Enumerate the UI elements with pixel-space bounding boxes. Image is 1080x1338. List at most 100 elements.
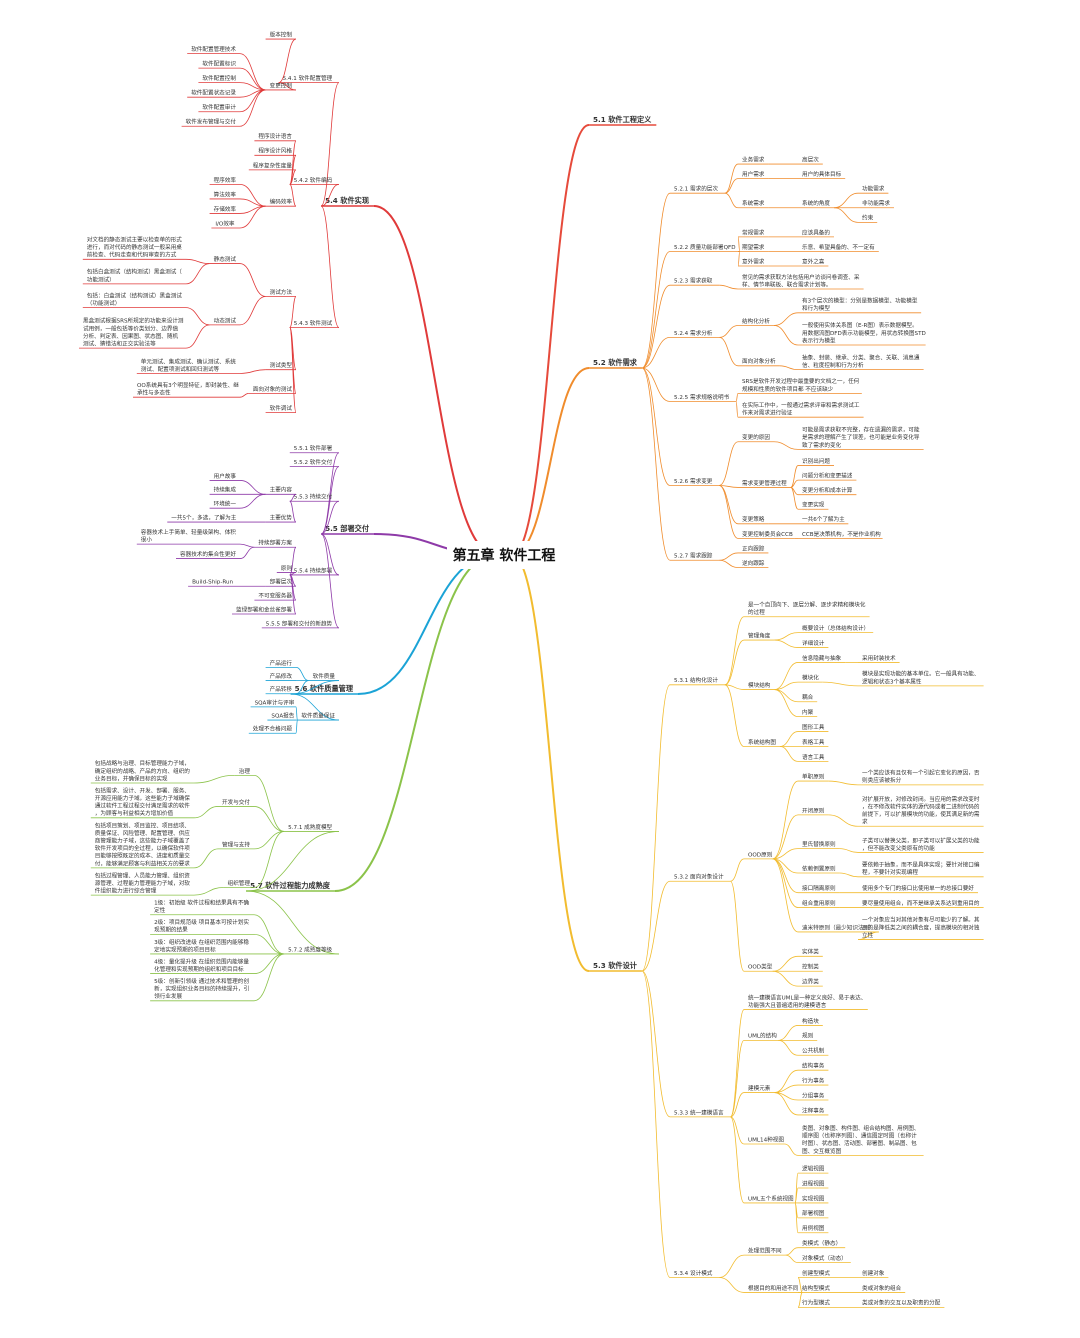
mind-map-node[interactable]: 注释事务 [802,1106,825,1114]
mind-map-node[interactable]: 意外需求 [742,257,765,265]
mind-map-node[interactable]: 乐意、希望具备的、不一定有 [802,243,875,251]
main-branch-5.6[interactable]: 5.6 软件质量管理 [295,684,354,693]
mind-map-node[interactable]: 抽象、封装、继承、分类、聚合、关联、消息通信、粒度控制和行为分析 [802,353,920,369]
mind-map-node[interactable]: 识别出问题 [802,457,830,465]
mind-map-node[interactable]: 功能需求 [862,185,885,193]
mind-map-node[interactable]: 问题分析和变更描述 [802,472,853,480]
mind-map-node[interactable]: 5.5.1 软件部署 [294,444,333,452]
mind-map-node[interactable]: 处理范围不同 [748,1247,782,1255]
mind-map-node[interactable]: 产品运行 [270,659,293,667]
mind-map-node[interactable]: 里氏替换原则 [802,840,836,848]
mind-map-node[interactable]: 管理与支持 [222,840,250,848]
mind-map-node[interactable]: I/O效率 [215,219,235,227]
mind-map-node[interactable]: 动态测试 [214,316,237,324]
mind-map-node[interactable]: 软件配置管理技术 [191,45,236,53]
mind-map-node[interactable]: 包括过程管理、人员能力管理、组织资源管理、过程能力管理能力子域，对软件组织能力进… [95,871,191,894]
mind-map-node[interactable]: 实体类 [802,948,819,956]
mind-map-node[interactable]: 处理不合格问题 [253,725,293,733]
mind-map-node[interactable]: 结构事务 [802,1062,825,1070]
mind-map-node[interactable]: 一共5个，多选，了解为主 [171,513,236,521]
mind-map-node[interactable]: 部署视图 [802,1209,825,1217]
mind-map-node[interactable]: 分组事务 [802,1091,825,1099]
mind-map-node[interactable]: 详细设计 [802,639,825,647]
mind-map-node[interactable]: 期望需求 [742,243,765,251]
mind-map-node[interactable]: 使用多个专门的接口比使用单一的总接口要好 [862,884,974,892]
mind-map-node[interactable]: 是一个自顶向下、逐层分解、逐步求精和模块化的过程 [748,601,866,617]
mind-map-node[interactable]: 包括项目策划、项目监控、项目结项、质量保证、风险管理、配置管理、供应商管理能力子… [95,821,191,867]
mind-map-node[interactable]: 应该具备的 [802,228,830,236]
mind-map-node[interactable]: 部署层次 [270,578,293,586]
mind-map-node[interactable]: 5.5.5 部署和交付的新趋势 [266,619,333,627]
mind-map-node[interactable]: 可能是需求获取不完整，存在遗漏的需求，可能是需求的理解产生了误差，也可能是业务变… [802,426,920,449]
mind-map-node[interactable]: 根据目的和用途不同 [748,1284,799,1292]
mind-map-node[interactable]: 正向跟踪 [742,544,765,552]
mind-map-node[interactable]: 实现视图 [802,1194,825,1202]
mind-map-node[interactable]: 迪米特原则（最少知识法则） [802,923,875,931]
mind-map-node[interactable]: 5.5.4 持续部署 [294,566,333,574]
mind-map-node[interactable]: 5.2.6 需求变更 [674,477,713,485]
mind-map-node[interactable]: UML五个系统视图 [748,1194,794,1202]
mind-map-node[interactable]: 程序设计语言 [258,132,292,140]
mind-map-node[interactable]: 一共6个了解为主 [802,515,845,523]
mind-map-node[interactable]: 采用封装技术 [862,654,896,662]
mind-map-node[interactable]: 容器技术上手简单、轻量级架构、体积很小 [141,528,237,544]
mind-map-node[interactable]: 包括需求、设计、开发、部署、服务、开源应用能力子域，这些能力子域确保通过软件工程… [95,786,191,817]
mind-map-node[interactable]: 常见的需求获取方法包括用户访谈问卷调查、采样、情节串联板、联合需求计划等。 [742,273,860,289]
mind-map-node[interactable]: 5.2.1 需求的层次 [674,185,718,193]
mind-map-node[interactable]: 开闭原则 [802,806,825,814]
mind-map-node[interactable]: 程序复杂性度量 [253,161,293,169]
mind-map-node[interactable]: 变更的原因 [742,433,770,441]
mind-map-node[interactable]: Build-Ship-Run [192,580,233,586]
mind-map-node[interactable]: 类或对象的组合 [862,1284,902,1292]
mind-map-node[interactable]: CCB是决策机构，不是作业机构 [802,530,881,538]
mind-map-node[interactable]: 5.3.2 面向对象设计 [674,873,724,881]
mind-map-node[interactable]: 用户的具体目标 [802,170,842,178]
mind-map-node[interactable]: 模块化 [802,673,819,681]
mind-map-node[interactable]: 一个类应该有且仅有一个引起它变化的原因，否则类应该被拆分 [862,769,980,785]
mind-map-node[interactable]: 版本控制 [270,30,293,38]
mind-map-node[interactable]: 面向对象的测试 [253,385,293,393]
mind-map-node[interactable]: 产品转移 [270,685,293,693]
mind-map-node[interactable]: 用户故事 [214,472,237,480]
mind-map-node[interactable]: 5.5.3 持续交付 [294,493,333,501]
central-topic[interactable]: 第五章 软件工程 [447,541,561,569]
mind-map-node[interactable]: 公共机制 [802,1047,825,1055]
mind-map-node[interactable]: 逻辑视图 [802,1164,825,1172]
mind-map-node[interactable]: 行为事务 [802,1076,825,1084]
mind-map-node[interactable]: 结构型模式 [802,1284,830,1292]
mind-map-node[interactable]: 边界类 [802,978,819,986]
mind-map-node[interactable]: 耦合 [802,693,814,701]
mind-map-node[interactable]: UML14种视图 [748,1135,784,1143]
mind-map-node[interactable]: 持续部署方案 [258,539,292,547]
mind-map-node[interactable]: 变更控制委员会CCB [742,530,793,538]
mind-map-node[interactable]: 创建对象 [862,1269,885,1277]
mind-map-node[interactable]: 需求变更管理过程 [742,479,787,487]
mind-map-node[interactable]: 软件配置标识 [202,60,236,68]
mind-map-node[interactable]: 测试方法 [270,288,293,296]
mind-map-node[interactable]: 5.5.2 软件交付 [294,458,333,466]
mind-map-node[interactable]: 算法效率 [214,190,237,198]
mind-map-node[interactable]: 开发与交付 [222,798,250,806]
mind-map-node[interactable]: 变更控制 [270,81,293,89]
mind-map-node[interactable]: 对文档的静态测试主要以检查单的形式进行，而对代码的静态测试一般采用桌前检查、代码… [87,236,183,259]
mind-map-node[interactable]: 测试类型 [270,361,293,369]
main-branch-5.4[interactable]: 5.4 软件实现 [325,196,370,205]
mind-map-node[interactable]: 系统的角度 [802,199,830,207]
mind-map-node[interactable]: 模块结构 [748,681,771,689]
mind-map-node[interactable]: 3级：组织改进级 在组织范围内能够稳定地实现预期的项目目标 [154,938,249,954]
mind-map-node[interactable]: 系统结构图 [748,738,776,746]
mind-map-node[interactable]: 规则 [802,1032,814,1040]
mind-map-node[interactable]: 依赖倒置原则 [802,864,836,872]
mind-map-node[interactable]: 一个对象应当对其他对象有尽可能少的了解。其目的是降低类之间的耦合度，提高模块的相… [862,916,980,939]
mind-map-node[interactable]: 1级：初始级 软件过程和结果具有不确定性 [154,899,249,915]
main-branch-5.1[interactable]: 5.1 软件工程定义 [593,115,652,124]
mind-map-node[interactable]: 控制类 [802,963,819,971]
mind-map-node[interactable]: 概要设计（总体结构设计） [802,624,869,632]
mind-map-node[interactable]: 要依赖于抽象，而不是具体实现；要针对接口编程，不要针对实现编程 [862,861,980,877]
mind-map-node[interactable]: 5.7.1 成熟度模型 [288,823,332,831]
mind-map-node[interactable]: 要尽量使用组合，而不是继承关系达到重用目的 [862,899,980,907]
mind-map-node[interactable]: 存储效率 [214,205,237,213]
mind-map-node[interactable]: 5.2.5 需求规格说明书 [674,393,730,401]
mind-map-node[interactable]: 持续集成 [214,486,237,494]
mind-map-node[interactable]: UML的结构 [748,1032,777,1040]
